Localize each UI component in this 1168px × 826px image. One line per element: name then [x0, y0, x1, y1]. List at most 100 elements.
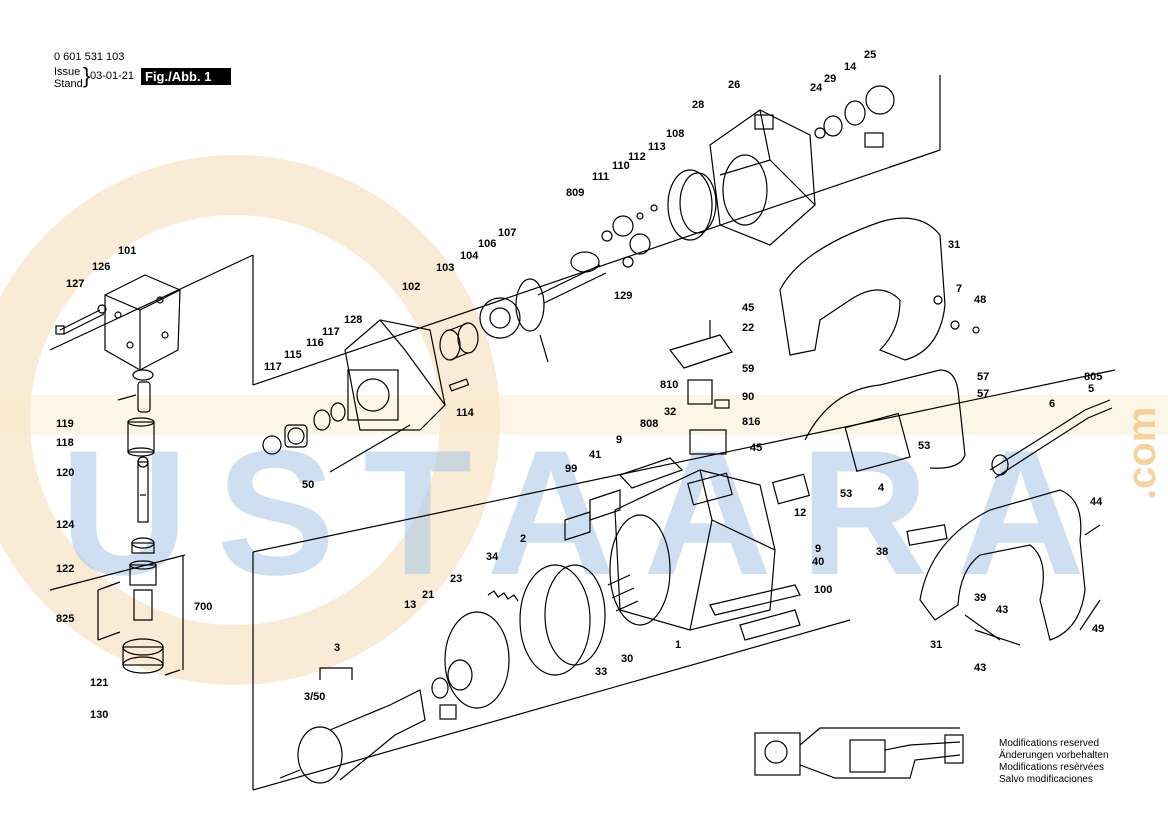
- callout-label: 104: [460, 250, 479, 262]
- callout-label: 102: [402, 281, 420, 293]
- part-number: 0 601 531 103: [54, 51, 125, 63]
- callout-label: 43: [996, 604, 1008, 616]
- callout-label: 112: [628, 151, 646, 163]
- callout-label: 116: [306, 337, 324, 349]
- callout-label: 128: [344, 314, 362, 326]
- callout-label: 119: [56, 418, 74, 430]
- part-31-handle-lower: [906, 489, 1086, 641]
- callout-label: 13: [404, 599, 416, 611]
- part-119: [117, 381, 151, 413]
- callout-label: 7: [956, 283, 962, 295]
- part-114-pin: [448, 378, 470, 392]
- bracket-700: [97, 555, 184, 670]
- callout-label: 48: [974, 294, 986, 306]
- frame-line-bottom-diag: [252, 619, 851, 791]
- callout-label: 41: [589, 449, 601, 461]
- callout-label: 108: [666, 128, 684, 140]
- callout-label: 57: [977, 371, 989, 383]
- callout-label: 4: [878, 482, 885, 494]
- callout-label: 31: [948, 239, 960, 251]
- callout-label: 21: [422, 589, 434, 601]
- callout-label: 50: [302, 479, 314, 491]
- part-101-angle-head: [104, 274, 181, 381]
- part-108-ring-gear: [667, 169, 717, 241]
- issue-label: Issue: [54, 66, 81, 78]
- callout-label: 25: [864, 49, 876, 61]
- callout-label: 115: [284, 349, 302, 361]
- callout-label: 99: [565, 463, 577, 475]
- part-825: [129, 560, 157, 621]
- callout-label: 24: [810, 82, 823, 94]
- callout-label: 34: [486, 551, 499, 563]
- callout-label: 90: [742, 391, 754, 403]
- part-809-shaft: [537, 251, 607, 304]
- screws-43-49-44: [964, 524, 1101, 646]
- callout-label: 29: [824, 73, 836, 85]
- note-line: Änderungen vorbehalten: [999, 750, 1109, 761]
- callout-label: 107: [498, 227, 516, 239]
- part-106-bearing: [479, 297, 521, 339]
- part-122: [131, 537, 155, 554]
- callout-label: 129: [614, 290, 632, 302]
- callout-label: 57: [977, 388, 989, 400]
- labels-99-41: [564, 489, 621, 541]
- callout-label: 53: [840, 488, 852, 500]
- issue-date: 03-01-21: [90, 70, 135, 82]
- callout-label: 33: [595, 666, 607, 678]
- callout-label: 100: [814, 584, 832, 596]
- part-24-29-14-25: [814, 85, 895, 148]
- callout-label: 31: [930, 639, 942, 651]
- callout-label: 53: [918, 440, 930, 452]
- watermark-band: [0, 395, 1168, 435]
- part-13-21-bearing: [431, 677, 457, 720]
- callout-label: 118: [56, 437, 74, 449]
- part-113: [650, 204, 658, 212]
- part-22-plate: [668, 320, 733, 369]
- callout-label: 121: [90, 677, 108, 689]
- part-30-pins: [607, 574, 639, 612]
- callout-label: 23: [450, 573, 462, 585]
- callout-label: 110: [612, 160, 630, 172]
- callout-label: 126: [92, 261, 110, 273]
- callout-label: 45: [742, 302, 754, 314]
- callout-label: 810: [660, 379, 678, 391]
- callout-label: 1: [675, 639, 681, 651]
- bracket-3: [319, 667, 353, 680]
- note-line: Modifications resèrvées: [999, 762, 1105, 773]
- callout-label: 32: [664, 406, 676, 418]
- part-1-motor-housing: [609, 469, 776, 631]
- stand-label: Stand: [54, 78, 83, 90]
- part-110-111-gears: [601, 215, 651, 268]
- callout-label: 59: [742, 363, 754, 375]
- brace: }: [83, 63, 91, 88]
- watermark-text: USTAARA: [60, 413, 1113, 612]
- part-808-label: [618, 457, 684, 489]
- callout-label: 45: [750, 442, 762, 454]
- callout-label: 2: [520, 533, 526, 545]
- callout-label: 3/50: [304, 691, 325, 703]
- callout-label: 127: [66, 278, 84, 290]
- wiring-schematic: [754, 727, 964, 779]
- watermark-circle: [0, 155, 500, 685]
- callout-label: 49: [1092, 623, 1104, 635]
- labels-9-40-100: [709, 584, 801, 641]
- part-810-816: [687, 379, 730, 455]
- callout-label: 22: [742, 322, 754, 334]
- part-102-gear-housing: [344, 319, 446, 431]
- callout-label: 30: [621, 653, 633, 665]
- callout-label: 130: [90, 709, 108, 721]
- part-107-gear: [515, 278, 549, 363]
- part-120-124: [137, 456, 149, 523]
- part-26-28-housing: [709, 109, 816, 246]
- note-line: Modifications reserved: [999, 738, 1100, 749]
- callout-label: 3: [334, 642, 340, 654]
- callout-label: 808: [640, 418, 658, 430]
- part-23-fan: [444, 611, 510, 709]
- callout-label: 805: [1084, 371, 1102, 383]
- callout-label: 120: [56, 467, 74, 479]
- callout-label: 122: [56, 563, 74, 575]
- part-112: [636, 212, 644, 220]
- part-121: [122, 638, 164, 674]
